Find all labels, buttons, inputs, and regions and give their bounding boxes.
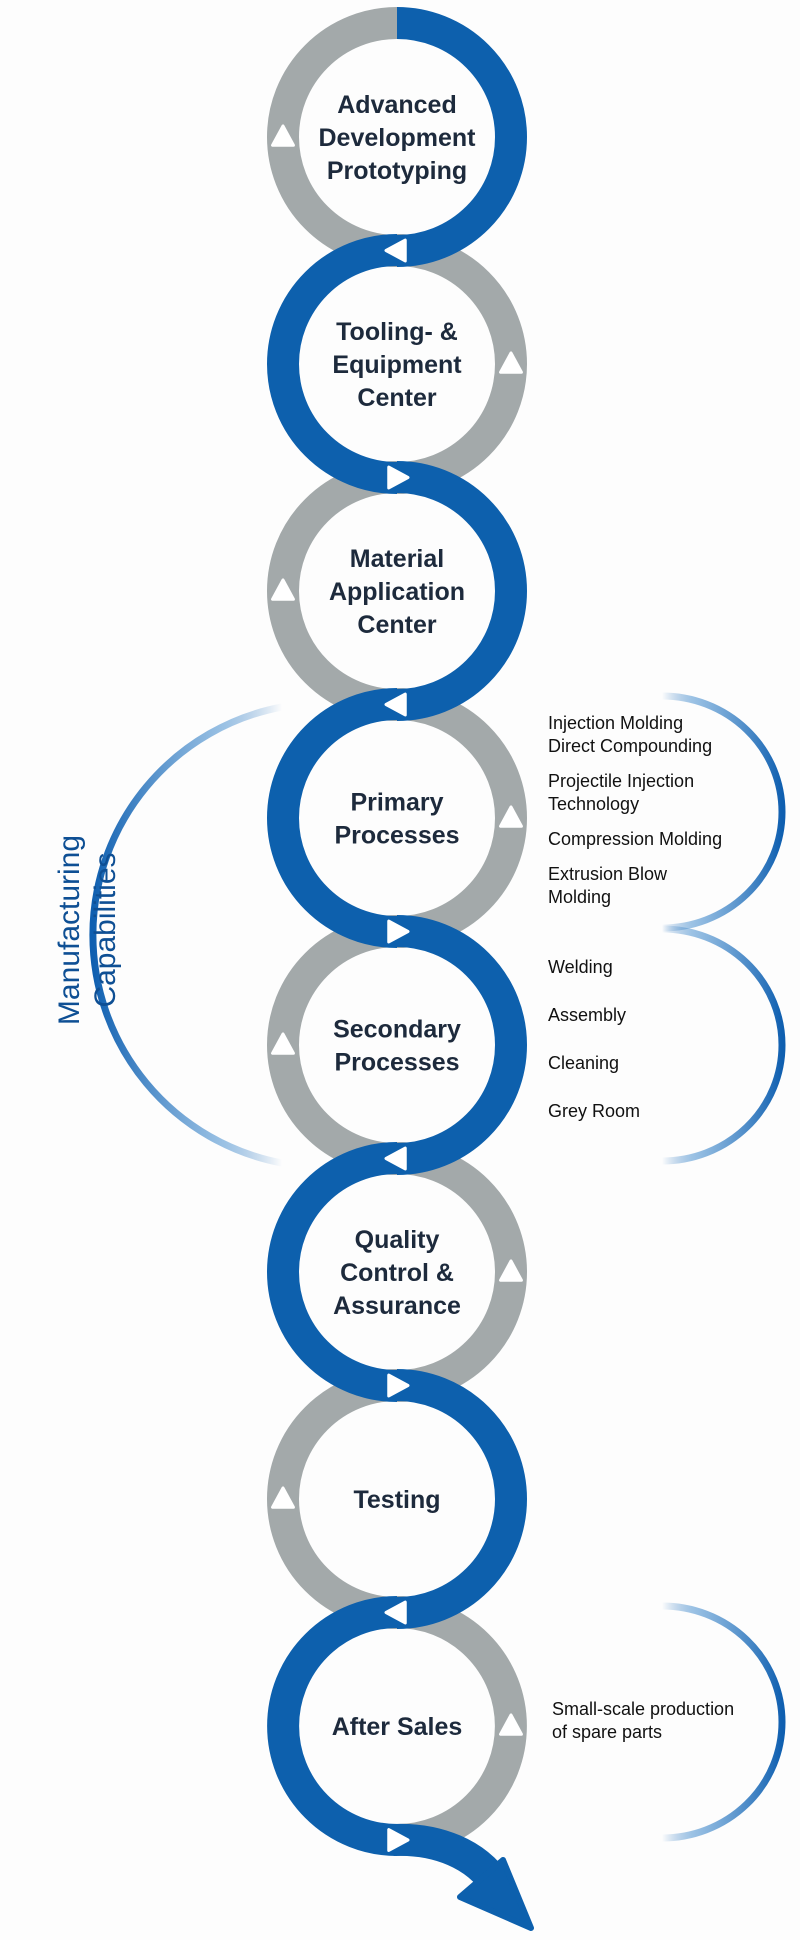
step-label: Assurance: [333, 1292, 461, 1320]
step-label: Primary: [350, 789, 443, 817]
step-label: Material: [350, 545, 444, 573]
step-label: Tooling- &: [336, 318, 458, 346]
step-label: Equipment: [332, 351, 462, 379]
arrow-left-icon: [384, 692, 407, 717]
list-item-line: Molding: [548, 887, 612, 907]
arrow-up-icon: [271, 124, 295, 147]
arrow-up-icon: [271, 578, 295, 601]
step-label: After Sales: [332, 1713, 463, 1741]
exit-arrow-head: [457, 1857, 534, 1931]
arrow-right-icon: [387, 465, 410, 490]
list-item: Small-scale production of spare parts: [552, 1698, 782, 1744]
after-sales-list: Small-scale production of spare parts: [552, 1698, 782, 1744]
step-label: Advanced: [337, 91, 456, 119]
group-label-line-1: Manufacturing: [53, 834, 86, 1026]
ring-blue-half: [267, 1596, 398, 1856]
list-item-line: of spare parts: [552, 1722, 663, 1742]
manufacturing-capabilities-label: Manufacturing Capabilities: [52, 800, 124, 1060]
arrow-up-icon: [499, 805, 523, 828]
arrow-up-icon: [271, 1486, 295, 1509]
arrow-right-icon: [387, 1828, 410, 1852]
step-label: Prototyping: [327, 157, 467, 185]
step-label: Processes: [334, 822, 459, 850]
list-item-line: Small-scale production: [552, 1699, 735, 1719]
secondary-list-bracket-arc: [661, 925, 786, 1165]
step-label: Processes: [334, 1049, 459, 1077]
ring-blue-half: [396, 1369, 527, 1629]
list-item-line: Projectile Injection: [548, 771, 695, 791]
primary-processes-list: Injection Molding Direct Compounding Pro…: [548, 712, 778, 921]
arrow-right-icon: [387, 1373, 410, 1398]
step-label: Secondary: [333, 1016, 461, 1044]
list-item-line: Injection Molding: [548, 713, 684, 733]
list-item-line: Extrusion Blow: [548, 864, 668, 884]
group-bracket-arc: [89, 703, 283, 1167]
step-label: Testing: [353, 1486, 440, 1514]
list-item: Cleaning: [548, 1053, 620, 1073]
after-sales-bracket-arc: [661, 1602, 786, 1842]
step-label: Center: [357, 611, 436, 639]
ring-grey-half: [396, 688, 527, 948]
ring-blue-half: [396, 7, 527, 267]
step-label: Center: [357, 384, 436, 412]
step-label: Control &: [340, 1259, 454, 1287]
group-label-line-2: Capabilities: [89, 852, 122, 1008]
ring-grey-half: [267, 915, 398, 1175]
list-item: Injection Molding Direct Compounding: [548, 712, 778, 758]
arrow-right-icon: [387, 919, 410, 944]
arrow-left-icon: [384, 1600, 407, 1625]
list-item-line: Technology: [548, 794, 640, 814]
ring-blue-half: [396, 915, 527, 1175]
list-item-line: Compression Molding: [548, 829, 723, 849]
arrow-up-icon: [499, 1259, 523, 1282]
ring-blue-half: [396, 461, 527, 721]
secondary-processes-list: Welding Assembly Cleaning Grey Room: [548, 956, 778, 1148]
arrow-up-icon: [499, 351, 523, 374]
list-item-line: Direct Compounding: [548, 736, 713, 756]
list-item: Grey Room: [548, 1101, 641, 1121]
arrow-left-icon: [384, 238, 407, 263]
ring-blue-half: [267, 1142, 398, 1402]
ring-blue-half: [267, 234, 398, 494]
list-item: Compression Molding: [548, 828, 778, 851]
list-item: Welding: [548, 957, 613, 977]
primary-list-bracket-arc: [661, 692, 786, 932]
arrow-up-icon: [271, 1032, 295, 1055]
list-item: Projectile Injection Technology: [548, 770, 778, 816]
step-label: Application: [329, 578, 465, 606]
list-item: Extrusion Blow Molding: [548, 863, 778, 909]
step-label: Quality: [355, 1226, 440, 1254]
arrow-left-icon: [384, 1146, 407, 1171]
step-label: Development: [319, 124, 477, 152]
arrow-up-icon: [499, 1713, 523, 1736]
ring-blue-half: [267, 688, 398, 948]
list-item: Assembly: [548, 1005, 627, 1025]
